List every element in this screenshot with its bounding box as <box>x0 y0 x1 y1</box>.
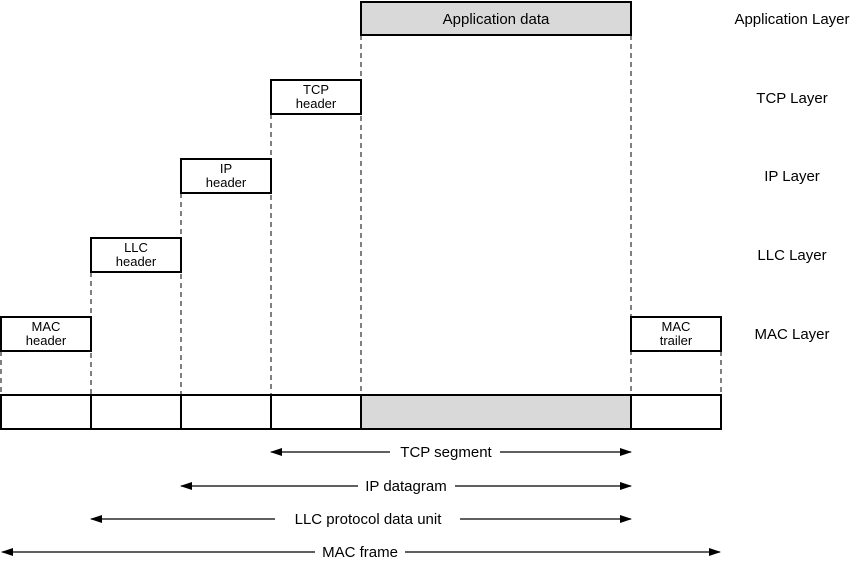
frame-cell-llc-header <box>90 394 182 430</box>
tcp-header-line2: header <box>296 96 337 111</box>
frame-cell-tcp-header <box>270 394 362 430</box>
frame-row <box>0 394 722 430</box>
mac-header-box <box>0 316 92 352</box>
mac-header-line1: MAC <box>32 319 61 334</box>
llc-header-line1: LLC <box>124 240 148 255</box>
llc-pdu-arrow: LLC protocol data unit <box>90 511 632 528</box>
tcp-segment-label: TCP segment <box>400 444 492 461</box>
frame-cell-ip-header <box>180 394 272 430</box>
llc-header-box <box>90 237 182 273</box>
layer-label-mac: MAC Layer <box>754 326 829 343</box>
tcp-header-box <box>270 79 362 115</box>
mac-trailer-line2: trailer <box>660 333 693 348</box>
ip-header-line1: IP <box>220 161 232 176</box>
mac-frame-label: MAC frame <box>322 544 398 561</box>
mac-header-line2: header <box>26 333 67 348</box>
layer-label-llc: LLC Layer <box>757 247 826 264</box>
ip-datagram-label: IP datagram <box>365 478 446 495</box>
llc-pdu-label: LLC protocol data unit <box>295 511 443 528</box>
llc-header-line2: header <box>116 254 157 269</box>
layer-label-tcp: TCP Layer <box>756 90 827 107</box>
ip-header-box <box>180 158 272 194</box>
layer-label-ip: IP Layer <box>764 168 820 185</box>
ip-header-line2: header <box>206 175 247 190</box>
application-data-box <box>360 1 632 36</box>
tcp-header-line1: TCP <box>303 82 329 97</box>
frame-cell-mac-trailer <box>630 394 722 430</box>
mac-trailer-line1: MAC <box>662 319 691 334</box>
tcp-segment-arrow: TCP segment <box>270 444 632 461</box>
frame-cell-application-data <box>360 394 632 430</box>
layer-label-application: Application Layer <box>734 11 849 28</box>
mac-frame-arrow: MAC frame <box>1 544 721 561</box>
frame-cell-mac-header <box>0 394 92 430</box>
ip-datagram-arrow: IP datagram <box>180 478 632 495</box>
mac-trailer-box <box>630 316 722 352</box>
application-data-label: Application data <box>443 11 550 28</box>
